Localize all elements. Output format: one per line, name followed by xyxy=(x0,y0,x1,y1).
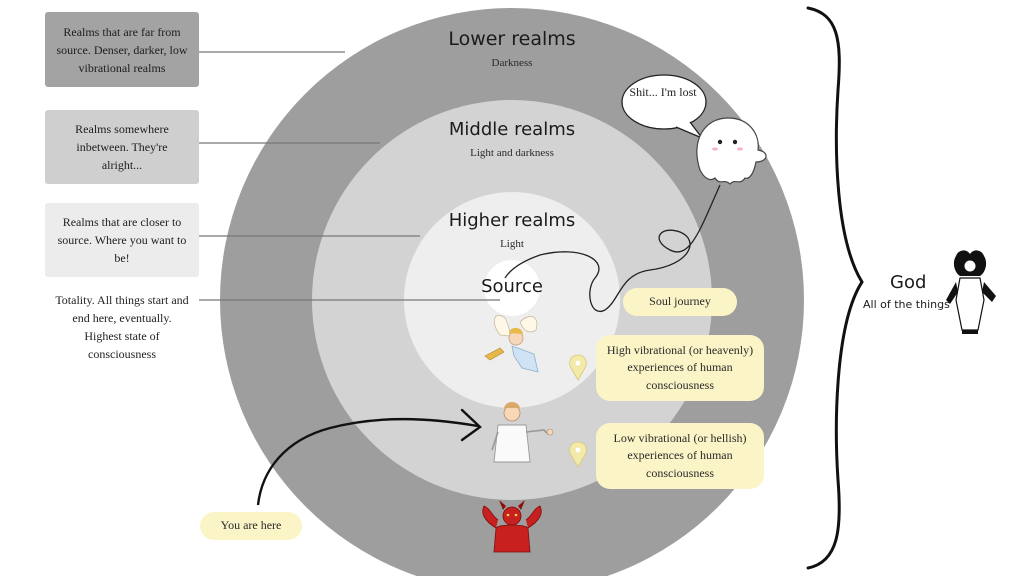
god-figure-icon xyxy=(946,250,996,334)
person-icon xyxy=(491,402,554,463)
source-title: Source xyxy=(481,276,543,297)
you-are-here-arrow xyxy=(256,417,479,506)
note-middle-realms: Realms somewhere inbetween. They're alri… xyxy=(45,110,199,184)
angel-icon xyxy=(484,315,539,373)
lower-realms-subtitle: Darkness xyxy=(491,57,533,69)
arrow-head-icon xyxy=(460,408,482,442)
ghost-icon xyxy=(696,117,767,185)
devil-icon xyxy=(482,500,542,553)
soul-journey-callout: Soul journey xyxy=(623,288,737,316)
location-pin-icon xyxy=(569,354,587,381)
higher-realms-title: Higher realms xyxy=(448,210,576,231)
soul-journey-path xyxy=(504,184,721,313)
lower-realms-title: Lower realms xyxy=(448,28,576,50)
god-title: God xyxy=(890,272,927,293)
note-source: Totality. All things start and end here,… xyxy=(55,293,189,361)
location-pin-icon xyxy=(569,441,587,468)
note-lower-realms: Realms that are far from source. Denser,… xyxy=(45,12,199,87)
middle-realms-subtitle: Light and darkness xyxy=(470,147,554,159)
source-core xyxy=(484,260,540,316)
you-are-here-callout: You are here xyxy=(200,512,302,540)
middle-realms-title: Middle realms xyxy=(448,119,576,140)
note-higher-realms: Realms that are closer to source. Where … xyxy=(45,203,199,277)
low-vibrational-callout: Low vibrational (or hellish) experiences… xyxy=(596,423,764,489)
brace-icon xyxy=(806,6,864,570)
ghost-bubble-text: Shit... I'm lost xyxy=(629,85,697,99)
high-vibrational-callout: High vibrational (or heavenly) experienc… xyxy=(596,335,764,401)
speech-bubble xyxy=(621,74,707,130)
god-subtitle: All of the things xyxy=(863,298,950,311)
higher-realms-subtitle: Light xyxy=(500,238,524,250)
